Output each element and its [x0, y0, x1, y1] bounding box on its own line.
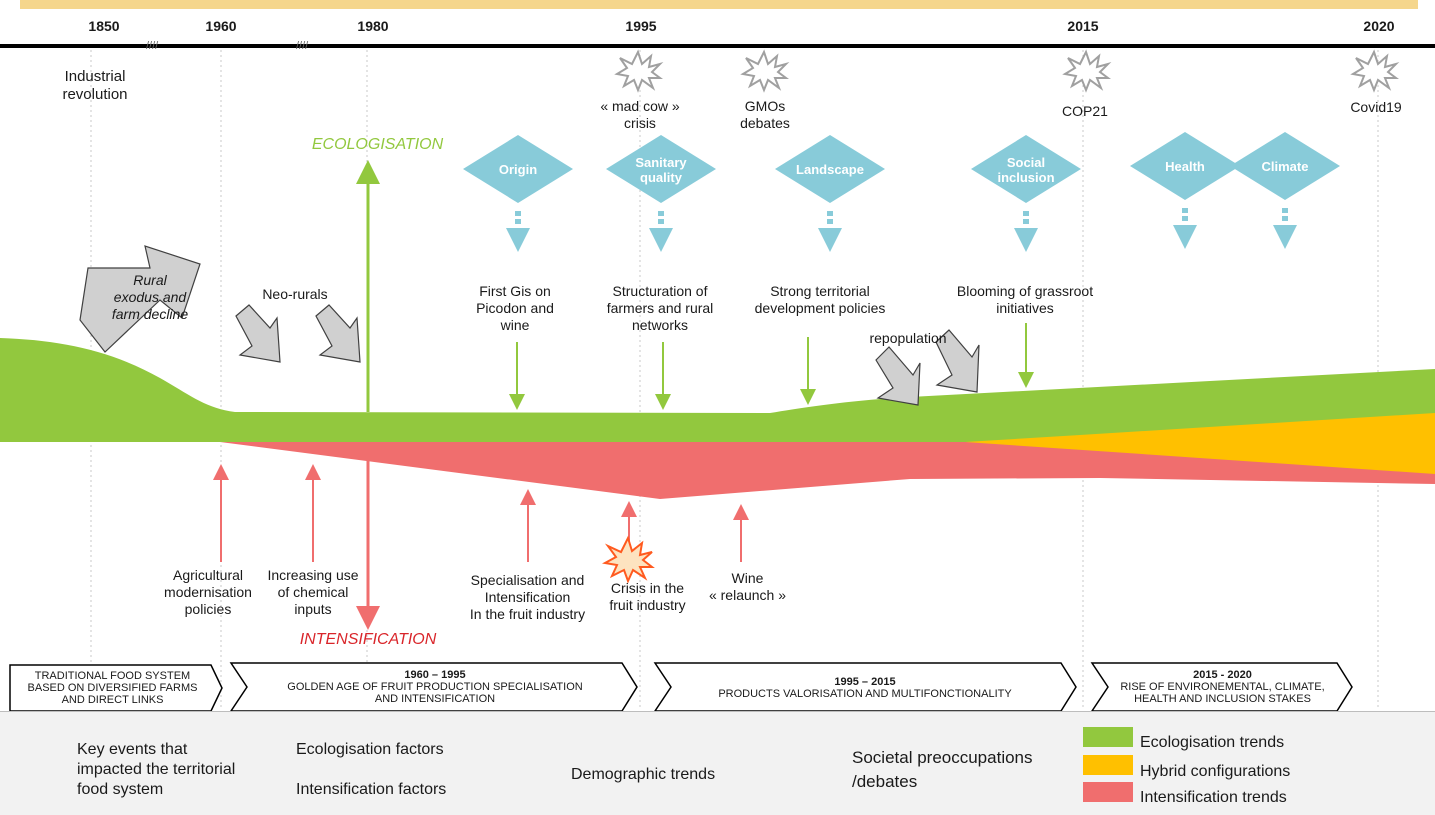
theme-sanitary-quality: Sanitary quality: [635, 155, 687, 185]
year-2015: 2015: [1067, 18, 1099, 34]
legend-eco-factors: Ecologisation factors: [296, 741, 444, 758]
theme-health: Health: [1165, 159, 1205, 174]
year-1960: 1960: [205, 18, 237, 34]
demographic-repopulation: repopulation: [869, 330, 947, 346]
intens-factor-modernisation: Agricultural modernisation policies: [164, 567, 252, 617]
period-golden-age-text: GOLDEN AGE OF FRUIT PRODUCTION SPECIALIS…: [287, 681, 583, 705]
top-banner: [20, 0, 1418, 9]
demographic-rural-exodus: Rural exodus and farm decline: [111, 272, 189, 322]
legend-hybrid: Hybrid configurations: [1140, 763, 1291, 780]
period-traditional-text: TRADITIONAL FOOD SYSTEM BASED ON DIVERSI…: [27, 670, 198, 706]
legend-intens-factors: Intensification factors: [296, 781, 447, 798]
legend-eco-swatch: [1083, 727, 1133, 747]
year-1995: 1995: [625, 18, 657, 34]
eco-factor-networks: Structuration of farmers and rural netwo…: [606, 283, 714, 333]
period-chevrons: [9, 662, 1353, 712]
hybrid-band: [965, 413, 1435, 474]
event-cop21: COP21: [1062, 103, 1108, 119]
year-2020: 2020: [1363, 18, 1395, 34]
legend-intens-swatch: [1083, 782, 1133, 802]
period-valorisation-years: 1995 – 2015: [834, 676, 896, 688]
intens-factor-specialisation: Specialisation and Intensification In th…: [469, 572, 586, 622]
event-industrial-revolution: Industrial revolution: [62, 68, 128, 103]
intens-factor-arrows: [213, 464, 749, 562]
theme-origin: Origin: [498, 162, 538, 177]
theme-social-inclusion: Social inclusion: [997, 155, 1055, 185]
ecologisation-band: [0, 338, 1435, 442]
legend-societal: Societal preoccupations /debates: [852, 748, 1033, 791]
period-traditional: TRADITIONAL FOOD SYSTEM BASED ON DIVERSI…: [5, 670, 220, 706]
demographic-neo-rurals: Neo-rurals: [262, 286, 328, 302]
eco-factor-grassroot: Blooming of grassroot initiatives: [956, 283, 1094, 316]
eco-factor-arrows: [509, 323, 1034, 410]
ecologisation-label: ECOLOGISATION: [311, 136, 444, 153]
event-mad-cow: « mad cow » crisis: [600, 98, 680, 131]
timeline-break-1: ////: [146, 40, 159, 52]
year-1850: 1850: [88, 18, 120, 34]
event-covid: Covid19: [1350, 99, 1402, 115]
intens-factor-crisis: Crisis in the fruit industry: [609, 580, 686, 613]
legend-eco-trends: Ecologisation trends: [1140, 734, 1285, 751]
legend-key-events: Key events that impacted the territorial…: [77, 741, 236, 798]
year-1980: 1980: [357, 18, 389, 34]
period-valorisation-text: PRODUCTS VALORISATION AND MULTIFONCTIONA…: [718, 688, 1012, 700]
theme-diamonds: [463, 132, 1340, 203]
theme-climate: Climate: [1261, 159, 1309, 174]
period-stakes-years: 2015 - 2020: [1193, 669, 1252, 681]
event-gmos: GMOs debates: [740, 98, 790, 131]
eco-factor-gis: First Gis on Picodon and wine: [476, 283, 554, 333]
eco-factor-territorial: Strong territorial development policies: [754, 283, 886, 316]
legend: [0, 711, 1435, 815]
demographic-arrows: [79, 245, 980, 406]
legend-hybrid-swatch: [1083, 755, 1133, 775]
theme-arrows: [506, 208, 1297, 252]
theme-landscape: Landscape: [796, 162, 864, 177]
legend-intens-trends: Intensification trends: [1140, 789, 1287, 806]
intens-factor-chemical: Increasing use of chemical inputs: [267, 567, 359, 617]
intens-factor-wine: Wine « relaunch »: [708, 570, 787, 603]
legend-demographic: Demographic trends: [571, 766, 716, 783]
crisis-burst: [601, 535, 655, 584]
intensification-label: INTENSIFICATION: [299, 631, 437, 648]
timeline-break-2: ////: [296, 40, 309, 52]
period-golden-age-years: 1960 – 1995: [404, 669, 466, 681]
event-bursts: [614, 49, 1400, 93]
period-stakes-text: RISE OF ENVIRONEMENTAL, CLIMATE, HEALTH …: [1120, 681, 1325, 705]
intensification-band: [220, 442, 1435, 499]
